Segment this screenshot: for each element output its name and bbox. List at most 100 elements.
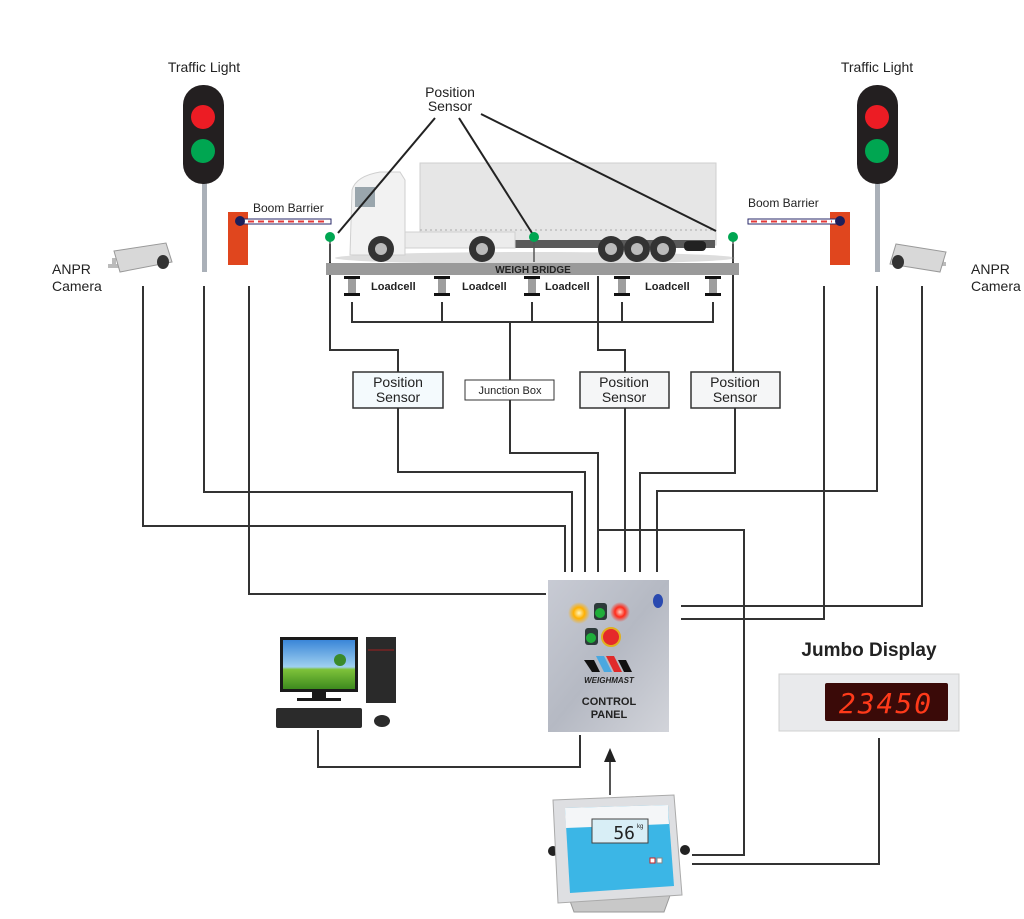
traffic-light-pole xyxy=(875,180,880,272)
sensor-dot-icon xyxy=(728,232,738,242)
jumbo-display: Jumbo Display 23450 xyxy=(778,640,960,732)
indicator-key-icon[interactable] xyxy=(649,857,656,864)
traffic-light-housing xyxy=(183,85,224,184)
loadcell-icon xyxy=(705,276,721,296)
weigh-bridge-deck xyxy=(326,263,739,275)
wire-pos1-panel xyxy=(397,408,586,572)
sensor-dot-icon xyxy=(529,232,539,242)
loadcell-label: Loadcell xyxy=(545,281,590,293)
wire-tl-right xyxy=(656,286,878,572)
position-sensor-box-label-1: Position xyxy=(373,374,423,390)
anpr-right-label-1: ANPR xyxy=(971,261,1010,277)
weigh-bridge-label: WEIGH BRIDGE xyxy=(495,265,571,276)
traffic-light-left: Traffic Light xyxy=(168,59,240,272)
anpr-camera-left: ANPR Camera xyxy=(52,242,173,294)
camera-icon xyxy=(108,242,173,273)
green-button-icon xyxy=(586,633,596,643)
wire-indicator-jumbo xyxy=(692,738,880,865)
pc-tower xyxy=(366,637,396,703)
jumbo-display-title: Jumbo Display xyxy=(801,640,937,661)
loadcell-icon xyxy=(614,276,630,296)
anpr-left-label-2: Camera xyxy=(52,278,102,294)
control-panel: WEIGHMAST CONTROL PANEL xyxy=(548,580,669,732)
control-panel-label-1: CONTROL xyxy=(582,696,637,708)
anpr-left-label-1: ANPR xyxy=(52,261,91,277)
traffic-light-pole xyxy=(202,180,207,272)
boom-barrier-right: Boom Barrier xyxy=(747,196,850,265)
red-light-icon xyxy=(191,105,215,129)
weigh-bridge: WEIGH BRIDGE xyxy=(326,263,739,276)
green-lamp-icon xyxy=(595,608,605,618)
amber-lamp-icon xyxy=(568,602,590,624)
barrier-pivot xyxy=(835,216,845,226)
position-sensor-callout-2: Sensor xyxy=(428,98,473,114)
wire-barrier-left xyxy=(248,286,546,595)
boom-barrier-left: Boom Barrier xyxy=(228,201,332,265)
trailer xyxy=(419,162,717,246)
junction-box-label: Junction Box xyxy=(479,385,542,397)
wire-panel-indicator-loop xyxy=(598,529,745,856)
wire-anpr-left xyxy=(142,286,566,572)
loadcell-icon xyxy=(344,276,360,296)
traffic-light-left-label: Traffic Light xyxy=(168,59,240,75)
traffic-light-housing xyxy=(857,85,898,184)
position-sensor-box-2: Position Sensor xyxy=(579,371,670,409)
barrier-pivot xyxy=(235,216,245,226)
traffic-light-right-label: Traffic Light xyxy=(841,59,913,75)
truck-image xyxy=(335,162,735,264)
red-light-icon xyxy=(865,105,889,129)
monitor-screen xyxy=(283,640,355,689)
barrier-cabinet xyxy=(830,212,850,265)
wire-junction-panel xyxy=(509,400,599,572)
weighing-indicator: 56 kg xyxy=(548,794,690,913)
indicator-unit: kg xyxy=(637,824,643,830)
loadcell-label: Loadcell xyxy=(462,281,507,293)
position-sensor-box-label-2: Sensor xyxy=(602,389,647,405)
loadcell-bus xyxy=(351,302,714,323)
camera-icon xyxy=(889,243,947,273)
anpr-right-label-2: Camera xyxy=(971,278,1021,294)
traffic-light-right: Traffic Light xyxy=(841,59,913,272)
green-light-icon xyxy=(191,139,215,163)
anpr-camera-right: ANPR Camera xyxy=(889,243,1021,294)
barrier-cabinet xyxy=(228,212,248,265)
loadcell-label: Loadcell xyxy=(371,281,416,293)
jumbo-display-panel xyxy=(825,683,948,721)
wiring xyxy=(142,244,923,865)
wire-anpr-right xyxy=(681,286,923,607)
red-lamp-icon xyxy=(610,602,630,622)
junction-box: Junction Box xyxy=(464,379,555,401)
indicator-value: 56 xyxy=(613,823,635,844)
sensor-dot-icon xyxy=(325,232,335,242)
position-sensor-box-label-2: Sensor xyxy=(376,389,421,405)
arrow-head-icon xyxy=(604,748,616,762)
wire-barrier-right xyxy=(681,286,825,620)
loadcells: Loadcell Loadcell Loadcell Loadcell xyxy=(344,276,721,296)
boom-barrier-right-label: Boom Barrier xyxy=(748,196,819,210)
position-sensor-box-label-1: Position xyxy=(710,374,760,390)
position-sensor-box-1: Position Sensor xyxy=(352,371,444,409)
sensor-pins xyxy=(325,232,738,262)
position-sensor-box-label-2: Sensor xyxy=(713,389,758,405)
wire-tl-left xyxy=(203,286,573,572)
indicator-key-icon[interactable] xyxy=(656,857,663,864)
control-panel-label-2: PANEL xyxy=(591,709,628,721)
position-sensor-callout: Position Sensor xyxy=(337,84,717,234)
wire-pos3-panel xyxy=(639,408,736,572)
weighmast-logo-icon xyxy=(584,656,632,672)
jumbo-display-value: 23450 xyxy=(839,687,933,720)
position-sensor-box-3: Position Sensor xyxy=(690,371,781,409)
mouse-icon xyxy=(374,715,390,727)
wire-sensor1 xyxy=(329,244,399,372)
green-light-icon xyxy=(865,139,889,163)
boom-barrier-left-label: Boom Barrier xyxy=(253,201,324,215)
position-sensor-callout-1: Position xyxy=(425,84,475,100)
barrier-arm xyxy=(243,218,332,225)
wire-computer-panel xyxy=(317,730,581,768)
loadcell-icon xyxy=(524,276,540,296)
keyboard-icon xyxy=(276,708,362,728)
control-panel-brand: WEIGHMAST xyxy=(584,676,635,685)
computer-workstation xyxy=(276,637,396,728)
loadcell-label: Loadcell xyxy=(645,281,690,293)
